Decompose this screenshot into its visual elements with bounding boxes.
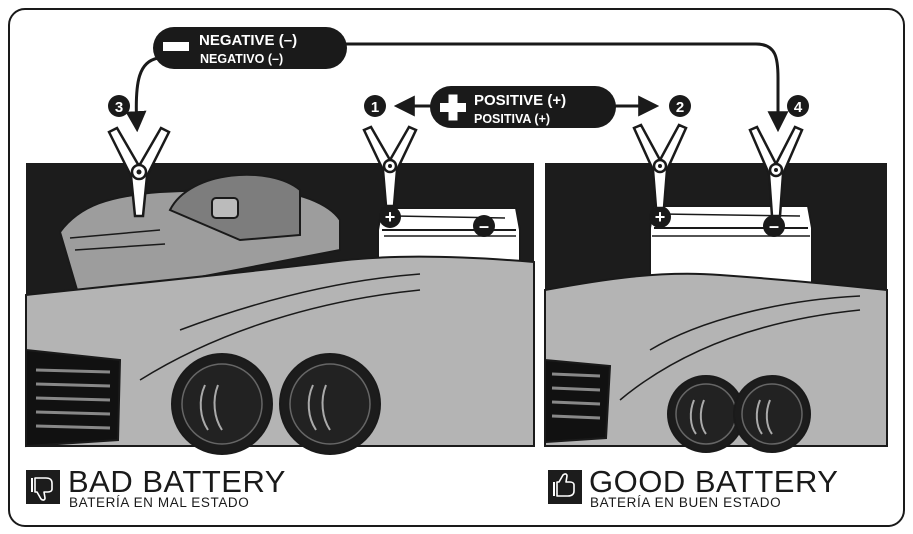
svg-text:+: + [385,207,396,227]
svg-text:4: 4 [794,99,803,116]
positive-label-en: POSITIVE (+) [474,92,566,109]
positive-label: POSITIVE (+) POSITIVA (+) [430,86,616,128]
svg-text:+: + [655,207,666,227]
bad-battery-subtitle: BATERÍA EN MAL ESTADO [69,496,249,510]
minus-icon [163,42,189,51]
step-badge-2: 2 [669,95,691,117]
negative-label-es: NEGATIVO (–) [200,52,283,66]
thumbs-up-icon [548,470,582,504]
good-battery-subtitle: BATERÍA EN BUEN ESTADO [590,496,781,510]
good-battery-negative-terminal: – [763,215,785,237]
bad-battery-title: BAD BATTERY [68,466,286,497]
step-badge-4: 4 [787,95,809,117]
good-battery-positive-terminal: + [649,206,671,228]
positive-label-es: POSITIVA (+) [474,112,550,126]
good-battery-title: GOOD BATTERY [589,466,838,497]
step-badge-3: 3 [108,95,130,117]
thumbs-down-icon [26,470,60,504]
negative-label-en: NEGATIVE (–) [199,32,297,49]
bad-battery-panel: + – [26,163,534,454]
svg-text:2: 2 [676,99,684,116]
svg-text:1: 1 [371,99,379,116]
bad-battery-negative-terminal: – [473,215,495,237]
good-battery-panel: + – [545,163,887,452]
step-badge-1: 1 [364,95,386,117]
svg-text:–: – [769,216,779,236]
bad-car-grille [26,350,120,446]
svg-text:3: 3 [115,99,123,116]
bad-battery-positive-terminal: + [379,206,401,228]
negative-label: NEGATIVE (–) NEGATIVO (–) [153,27,347,69]
good-car-grille [545,360,610,442]
svg-text:–: – [479,216,489,236]
